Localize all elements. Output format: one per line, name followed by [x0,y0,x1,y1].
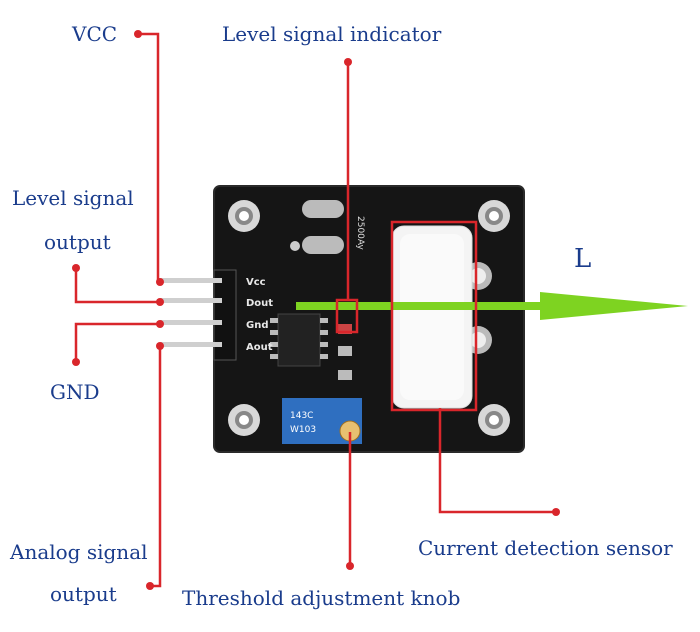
mounting-hole [228,404,260,436]
pin-label-gnd: Gnd [246,320,269,331]
vcc-label: VCC [72,22,118,46]
current-sensor-block [391,225,473,409]
pin-header [160,269,237,361]
gnd-label: GND [50,380,100,404]
potentiometer [282,398,362,444]
level-output-label-line2: output [44,230,111,254]
pin-label-aout: Aout [246,342,273,353]
level-indicator-label: Level signal indicator [222,22,442,46]
analog-output-label-line2: output [50,582,117,606]
pin-label-dout: Dout [246,298,273,309]
arrow-l-label: L [574,244,592,274]
mounting-hole [478,200,510,232]
pin-label-vcc: Vcc [246,277,266,288]
sensor-board [160,185,525,453]
leader-dots [72,30,560,590]
sensor-silkscreen: 2500Ay [355,216,365,250]
pot-marking-1: 143C [290,411,313,421]
mounting-hole [478,404,510,436]
analog-output-label-line1: Analog signal [10,540,148,564]
mounting-hole [228,200,260,232]
threshold-knob-label: Threshold adjustment knob [182,586,461,610]
pot-marking-2: W103 [290,425,316,435]
current-direction-arrow [296,292,688,320]
level-output-label-line1: Level signal [12,186,134,210]
ic-chip [270,313,328,367]
current-sensor-label: Current detection sensor [418,536,673,560]
